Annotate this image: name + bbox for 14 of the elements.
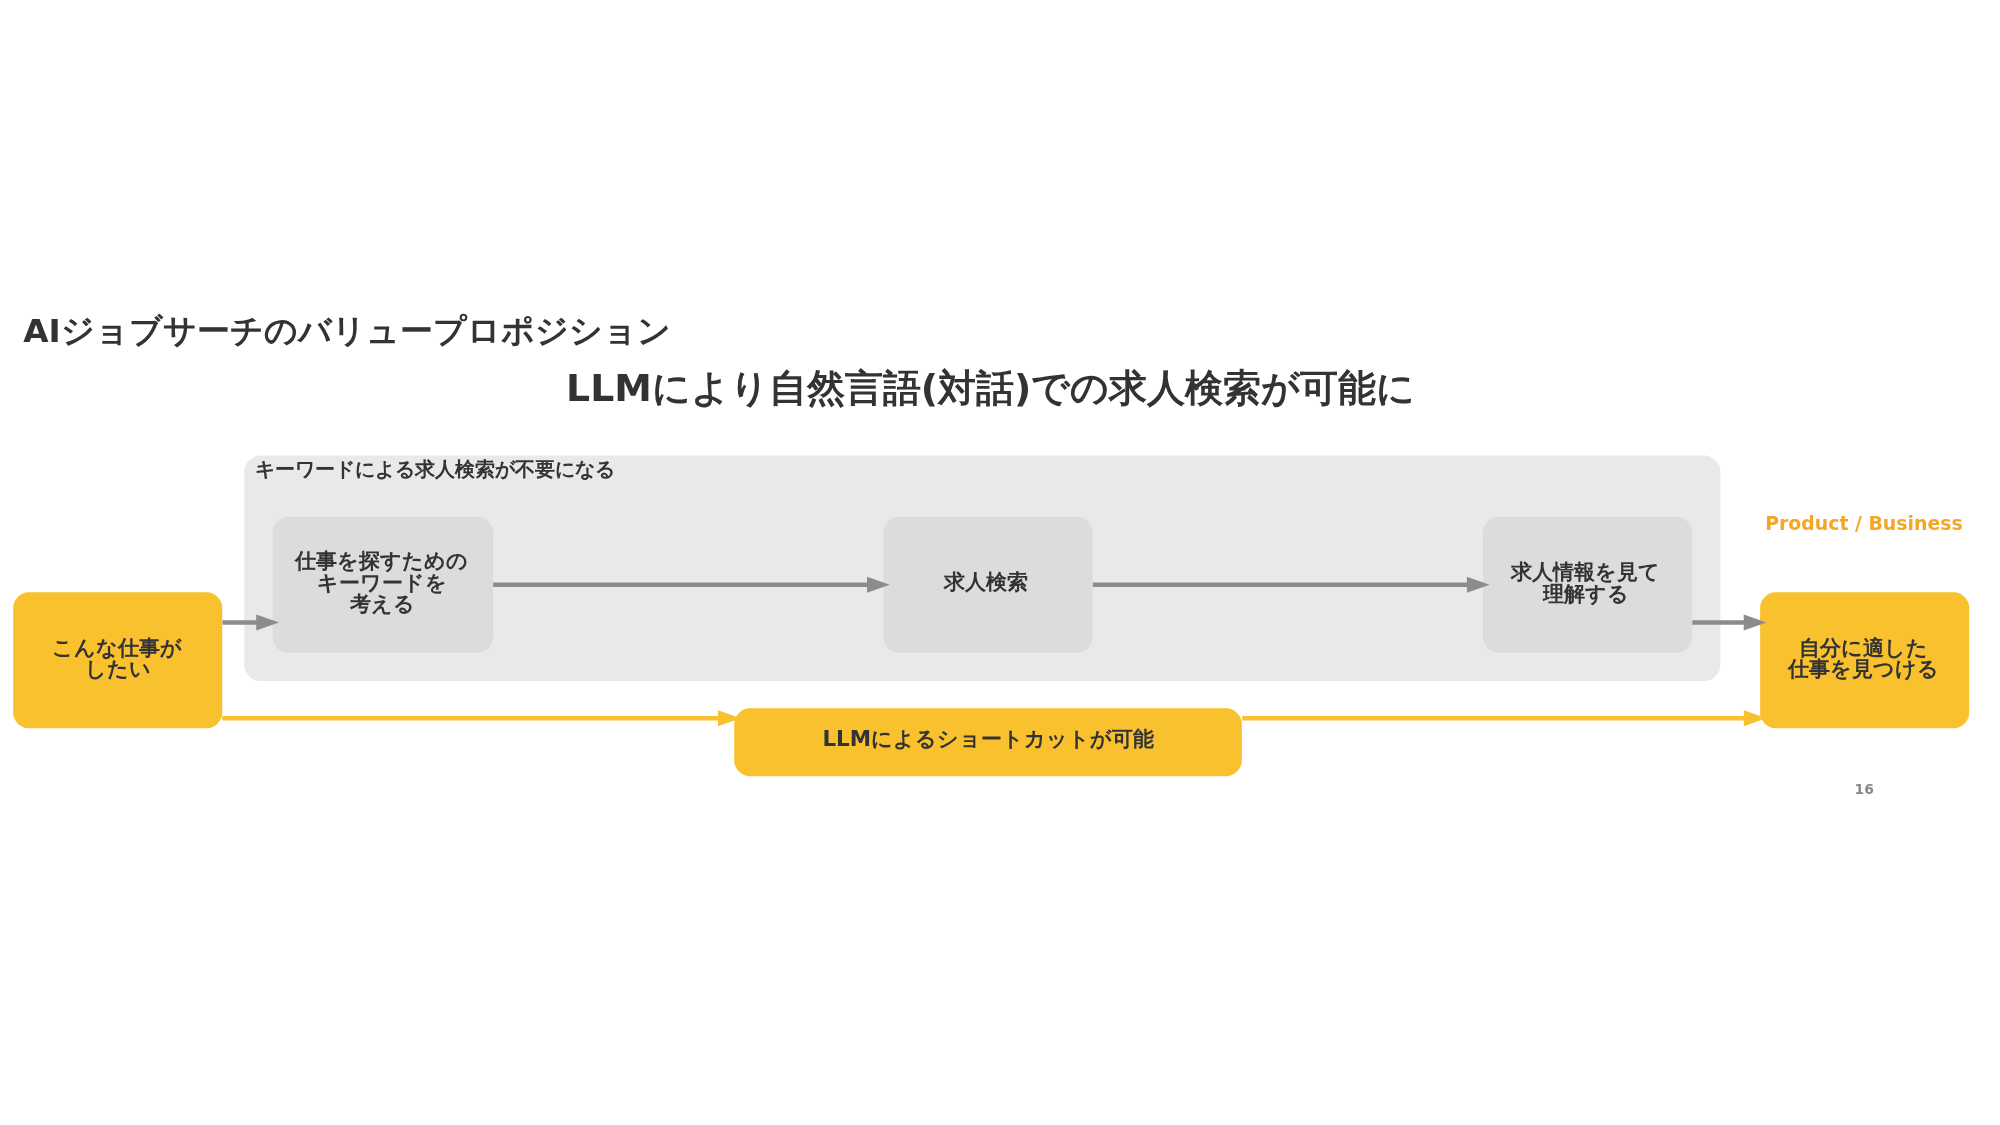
- node-box: 求人検索: [883, 516, 1093, 653]
- node-box: 自分に適した仕事を見つける: [1760, 591, 1970, 728]
- arrow: [222, 614, 279, 630]
- label: Product / Business: [1765, 511, 1963, 534]
- arrow: [1092, 576, 1490, 593]
- label: 16: [1854, 780, 1874, 797]
- node-box: 仕事を探すためのキーワードを考える: [272, 516, 494, 653]
- label: LLMにより自然言語(対話)での求人検索が可能に: [566, 365, 1416, 410]
- node-box: LLMによるショートカットが可能: [734, 707, 1242, 776]
- arrow: [1692, 614, 1767, 630]
- node-box: 求人情報を見て理解する: [1483, 516, 1693, 653]
- arrow: [493, 576, 890, 593]
- node-box: こんな仕事がしたい: [13, 591, 223, 728]
- diagram-title: AIジョブサーチのバリュープロポジション: [23, 311, 671, 350]
